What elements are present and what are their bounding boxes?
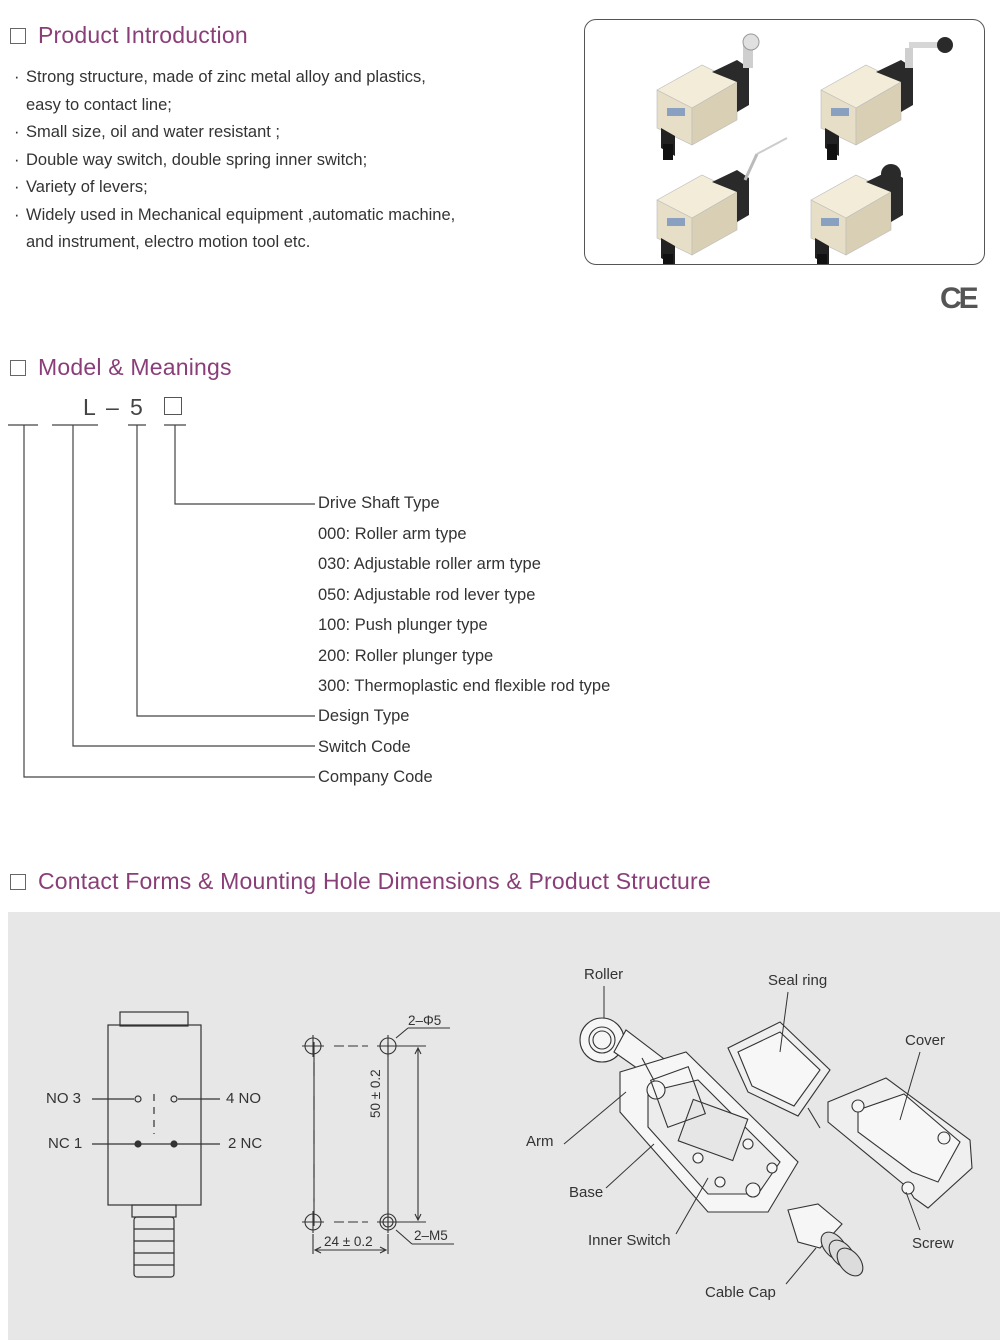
model-code-placeholder-box [164, 397, 182, 415]
section-title-model: Model & Meanings [10, 354, 232, 381]
list-item: ·Variety of levers; [14, 174, 554, 202]
width-dimension-label: 24 ± 0.2 [324, 1234, 373, 1249]
model-code-number: 5 [130, 394, 143, 420]
bullet-icon: · [14, 68, 20, 86]
switch-photo-rod-lever [656, 137, 788, 264]
drive-shaft-option: 030: Adjustable roller arm type [318, 555, 541, 573]
structure-label-screw: Screw [912, 1235, 954, 1252]
bullet-icon: · [14, 205, 20, 224]
intro-list: ·Strong structure, made of zinc metal al… [14, 64, 554, 257]
ce-certification-mark: CE [940, 282, 979, 315]
list-item: ·Small size, oil and water resistant ; [14, 119, 554, 147]
intro-title: Product Introduction [38, 22, 248, 48]
structure-label-arm: Arm [526, 1133, 554, 1150]
switch-photo-roller-arm [656, 33, 760, 161]
contact-label-nc1: NC 1 [48, 1135, 83, 1152]
structure-leader-lines [563, 986, 921, 1285]
design-type-label: Design Type [318, 707, 410, 725]
structure-label-roller: Roller [584, 966, 624, 983]
structure-label-cover: Cover [905, 1032, 946, 1049]
drive-shaft-option: 300: Thermoplastic end flexible rod type [318, 677, 611, 695]
contact-label-no4: 4 NO [226, 1090, 262, 1107]
product-photo-frame [584, 19, 985, 265]
list-item: ·Strong structure, made of zinc metal al… [14, 64, 554, 119]
structure-label-base: Base [569, 1184, 604, 1201]
checkbox-square-icon [10, 27, 26, 44]
checkbox-square-icon [10, 873, 26, 890]
structure-label-inner-switch: Inner Switch [588, 1232, 671, 1249]
contact-form-diagram [92, 1011, 220, 1278]
mounting-hole-diagram [302, 1027, 454, 1254]
hole-spec-label: 2–Φ5 [408, 1013, 442, 1028]
drive-shaft-type-label: Drive Shaft Type [318, 494, 440, 512]
section-title-contact: Contact Forms & Mounting Hole Dimensions… [10, 868, 711, 895]
drive-shaft-option: 100: Push plunger type [318, 616, 488, 634]
contact-label-no3: NO 3 [46, 1090, 82, 1107]
product-photos [656, 33, 953, 264]
diagram-panel: NO 3 4 NO NC 1 2 NC 2–Φ5 2–M5 24 ± 0.2 5… [8, 912, 1000, 1340]
bullet-icon: · [14, 123, 20, 141]
height-dimension-label: 50 ± 0.2 [368, 1069, 383, 1118]
checkbox-square-icon [10, 359, 26, 376]
list-item: ·Double way switch, double spring inner … [14, 147, 554, 175]
switch-code-label: Switch Code [318, 738, 411, 756]
thread-spec-label: 2–M5 [414, 1228, 448, 1243]
bullet-icon: · [14, 178, 20, 196]
section-title-intro: Product Introduction [10, 22, 248, 49]
model-title: Model & Meanings [38, 354, 232, 380]
list-item: ·Widely used in Mechanical equipment ,au… [14, 202, 554, 257]
model-tree-lines [8, 424, 315, 778]
drive-shaft-option: 000: Roller arm type [318, 525, 467, 543]
switch-photo-push-plunger [810, 164, 904, 264]
drive-shaft-option: 200: Roller plunger type [318, 647, 494, 665]
technical-drawings [92, 986, 973, 1285]
company-code-label: Company Code [318, 768, 433, 786]
drive-shaft-option: 050: Adjustable rod lever type [318, 586, 536, 604]
contact-title: Contact Forms & Mounting Hole Dimensions… [38, 868, 711, 894]
contact-label-nc2: 2 NC [228, 1135, 263, 1152]
structure-label-cable-cap: Cable Cap [705, 1284, 776, 1301]
bullet-icon: · [14, 150, 20, 169]
model-code-letter: L [83, 394, 96, 420]
model-code-dash: – [106, 394, 119, 420]
structure-label-seal-ring: Seal ring [768, 972, 828, 989]
product-structure-diagram [579, 1017, 973, 1277]
switch-photo-adjustable-roller [820, 37, 953, 161]
